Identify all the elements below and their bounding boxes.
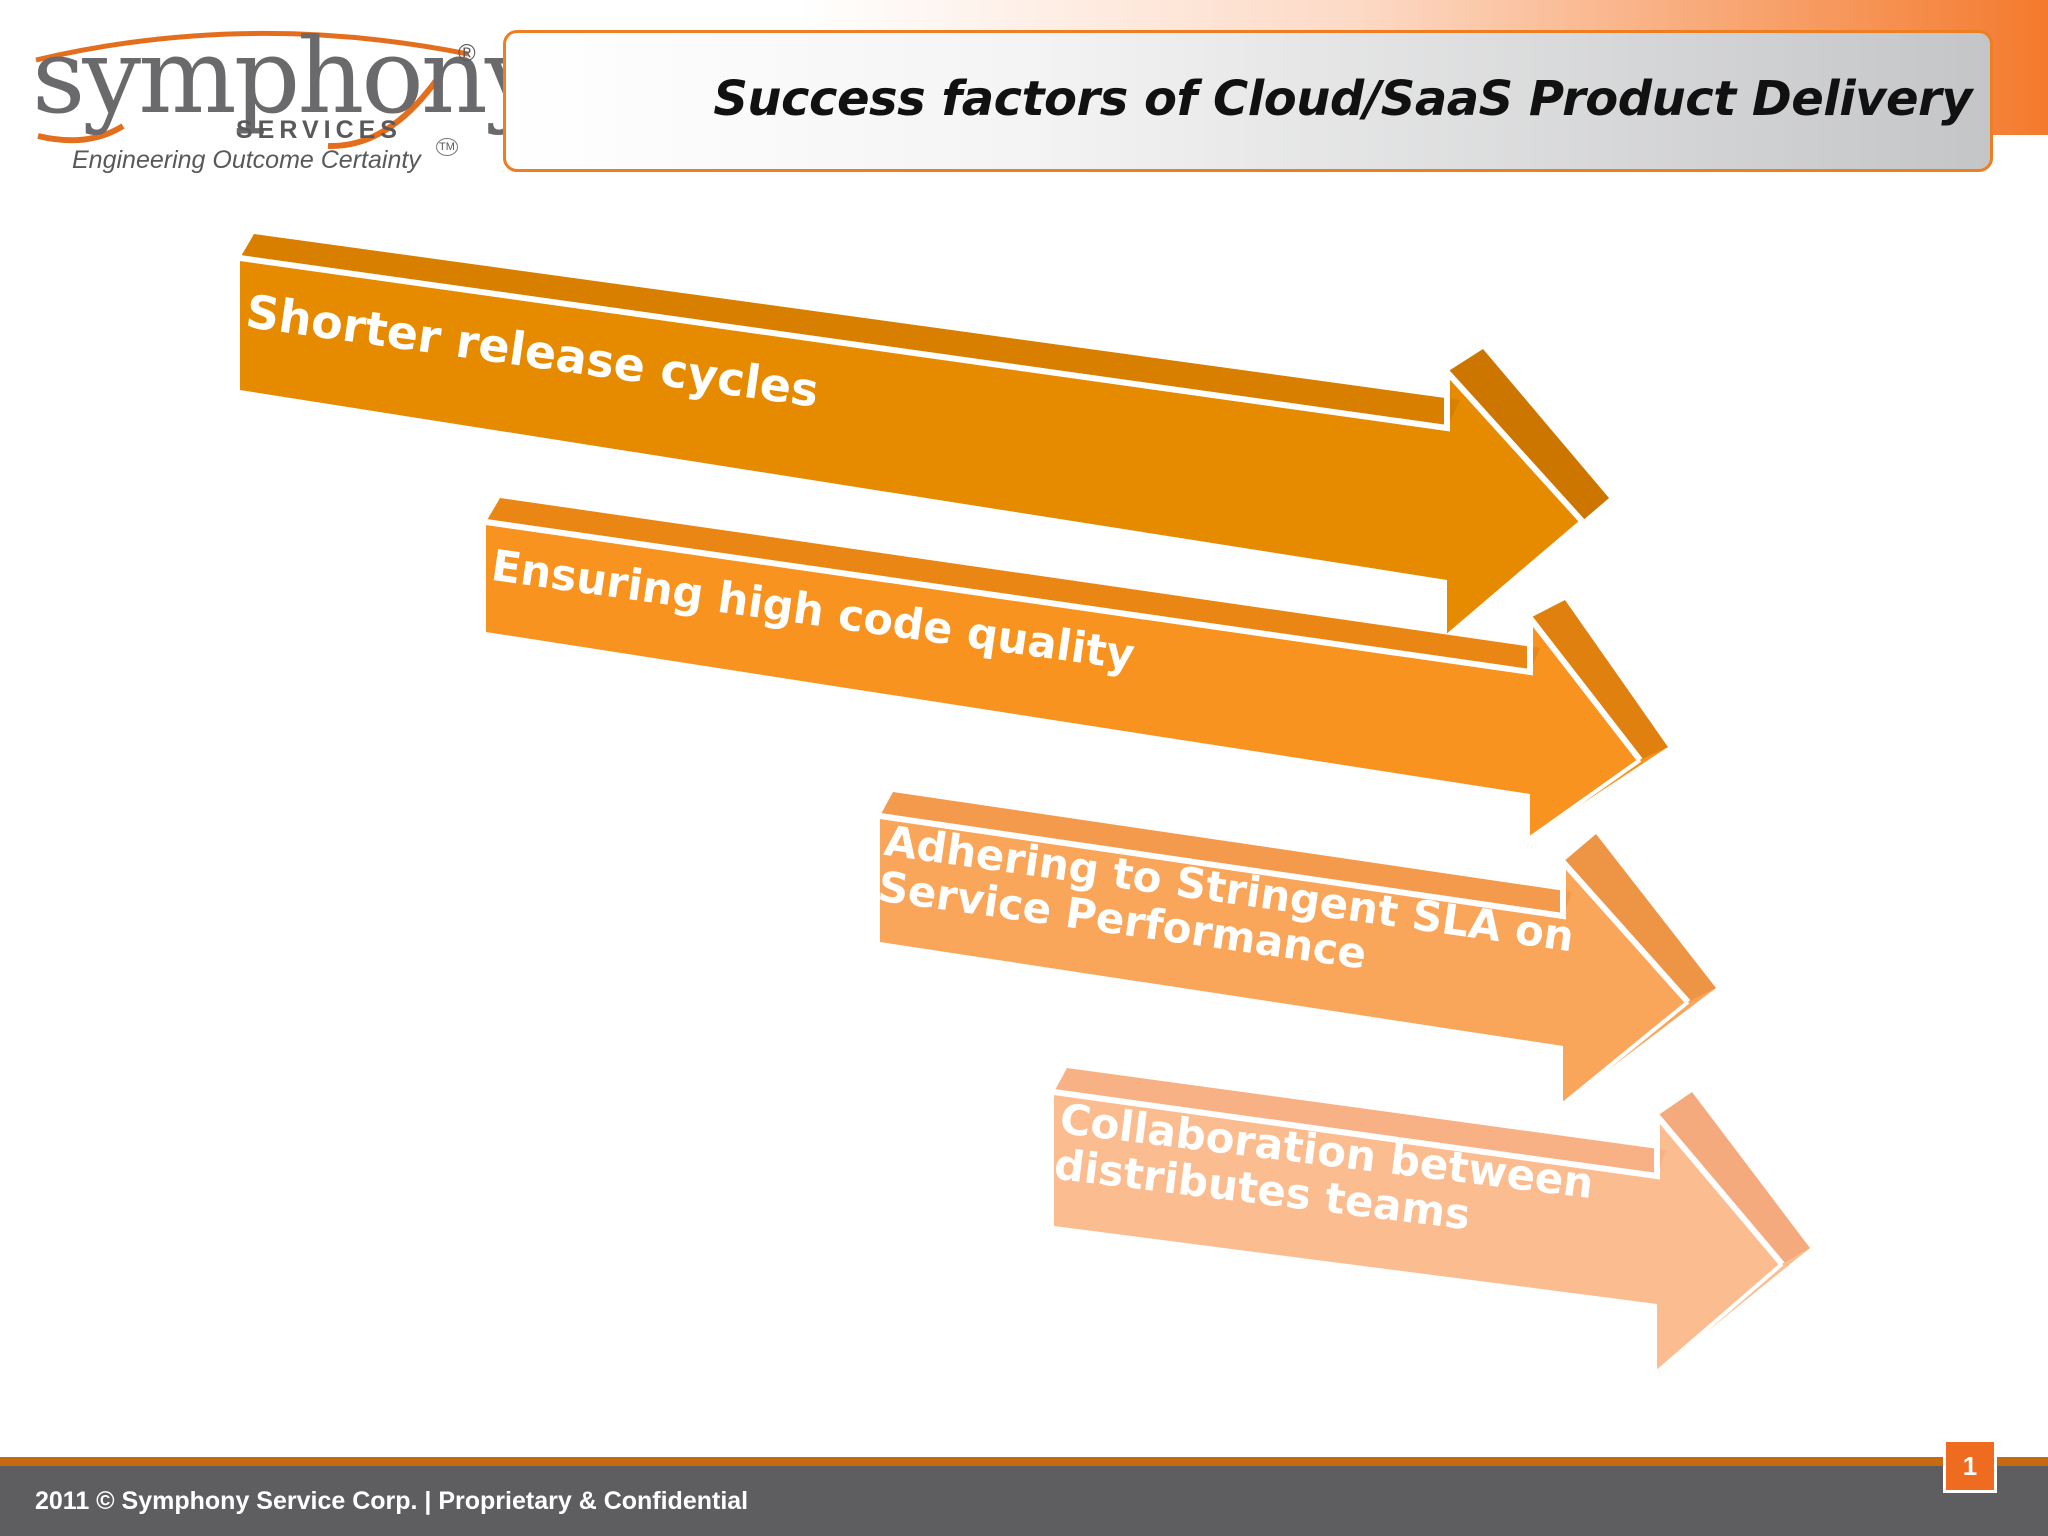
logo-arc-icon	[35, 30, 469, 150]
arrow-1-shape	[239, 234, 1609, 638]
arrows-graphic	[239, 234, 1810, 1374]
arrow-2-shape	[485, 498, 1668, 840]
logo-wordmark: symphony	[32, 15, 544, 137]
footer-copyright: 2011 © Symphony Service Corp. | Propriet…	[35, 1487, 749, 1515]
logo-services-text: SERVICES	[236, 116, 402, 144]
footer-bar	[0, 1457, 2048, 1536]
title-banner: Success factors of Cloud/SaaS Product De…	[503, 30, 1993, 172]
logo-registered-mark: ®	[458, 40, 476, 67]
logo-tagline: Engineering Outcome Certainty	[72, 146, 421, 174]
slide-title: Success factors of Cloud/SaaS Product De…	[713, 71, 1972, 127]
page-number-badge: 1	[1943, 1439, 1997, 1493]
symphony-services-logo: symphony ® SERVICES Engineering Outcome …	[28, 18, 544, 183]
logo-trademark: TM	[436, 138, 458, 156]
arrow-4-shape	[1053, 1068, 1810, 1374]
footer-accent-line	[0, 1457, 2048, 1466]
arrow-3-shape	[879, 792, 1716, 1106]
